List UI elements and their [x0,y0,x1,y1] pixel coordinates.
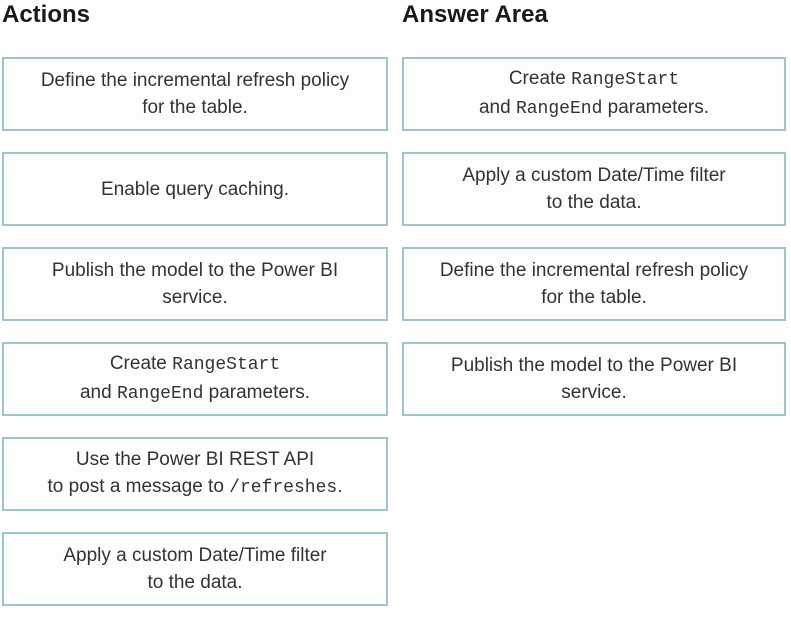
card-text-line: for the table. [142,94,248,121]
card-text-line: and RangeEnd parameters. [80,379,310,408]
code-text: RangeStart [172,355,281,375]
code-text: RangeEnd [515,99,603,119]
text-segment: Create [109,353,173,374]
card-text-line: service. [162,284,227,311]
text-segment: Define the incremental refresh policy [40,70,350,91]
card-text-line: to post a message to /refreshes. [48,473,343,502]
text-segment: service. [162,287,228,308]
text-segment: and [478,97,516,118]
card-text-line: service. [561,379,626,406]
actions-column: Actions Define the incremental refresh p… [2,2,388,627]
card-text-line: to the data. [546,189,641,216]
answer-area-heading: Answer Area [402,1,548,28]
text-segment: and [79,382,117,403]
text-segment: parameters. [203,382,311,403]
action-card-publish-model-to-power-bi-service[interactable]: Publish the model to the Power BI service… [2,247,388,321]
card-text-line: Apply a custom Date/Time filter [63,542,326,569]
text-segment: Apply a custom Date/Time filter [462,165,726,186]
text-segment: Publish the model to the Power BI [51,260,339,281]
action-card-enable-query-caching[interactable]: Enable query caching. [2,152,388,226]
card-text-line: Publish the model to the Power BI [52,257,338,284]
card-text-line: Apply a custom Date/Time filter [462,162,725,189]
actions-card-list: Define the incremental refresh policy for… [2,57,388,606]
code-text: RangeStart [571,70,680,90]
card-text-line: Define the incremental refresh policy [41,67,349,94]
code-text: /refreshes [229,478,338,498]
card-text-line: Define the incremental refresh policy [440,257,748,284]
card-text-line: Publish the model to the Power BI [451,352,737,379]
text-segment: parameters. [602,97,710,118]
actions-heading: Actions [2,1,91,28]
text-segment: Use the Power BI REST API [75,449,315,470]
card-text-line: Create RangeStart [509,65,679,94]
action-card-define-incremental-refresh-policy[interactable]: Define the incremental refresh policy for… [2,57,388,131]
text-segment: Create [508,68,572,89]
text-segment: to the data. [147,572,243,593]
card-text-line: Use the Power BI REST API [76,446,314,473]
text-segment: . [337,476,343,497]
answer-card-publish-model-to-power-bi-service[interactable]: Publish the model to the Power BI service… [402,342,786,416]
card-text-line: to the data. [147,569,242,596]
text-segment: Apply a custom Date/Time filter [63,545,327,566]
text-segment: service. [561,382,627,403]
text-segment: Enable query caching. [100,178,289,200]
card-text-line: and RangeEnd parameters. [479,94,709,123]
answer-card-define-incremental-refresh-policy[interactable]: Define the incremental refresh policy for… [402,247,786,321]
text-segment: Publish the model to the Power BI [450,355,738,376]
text-segment: for the table. [541,287,647,308]
card-text-line: for the table. [541,284,647,311]
card-text-line: Create RangeStart [110,350,280,379]
code-text: RangeEnd [116,384,204,404]
card-text-line: Enable query caching. [101,176,289,203]
action-card-use-power-bi-rest-api-post-refreshes[interactable]: Use the Power BI REST API to post a messa… [2,437,388,511]
text-segment: for the table. [142,97,248,118]
text-segment: to the data. [546,192,642,213]
action-card-apply-custom-datetime-filter[interactable]: Apply a custom Date/Time filter to the da… [2,532,388,606]
answer-card-apply-custom-datetime-filter[interactable]: Apply a custom Date/Time filter to the da… [402,152,786,226]
text-segment: Define the incremental refresh policy [439,260,749,281]
text-segment: to post a message to [47,476,230,497]
